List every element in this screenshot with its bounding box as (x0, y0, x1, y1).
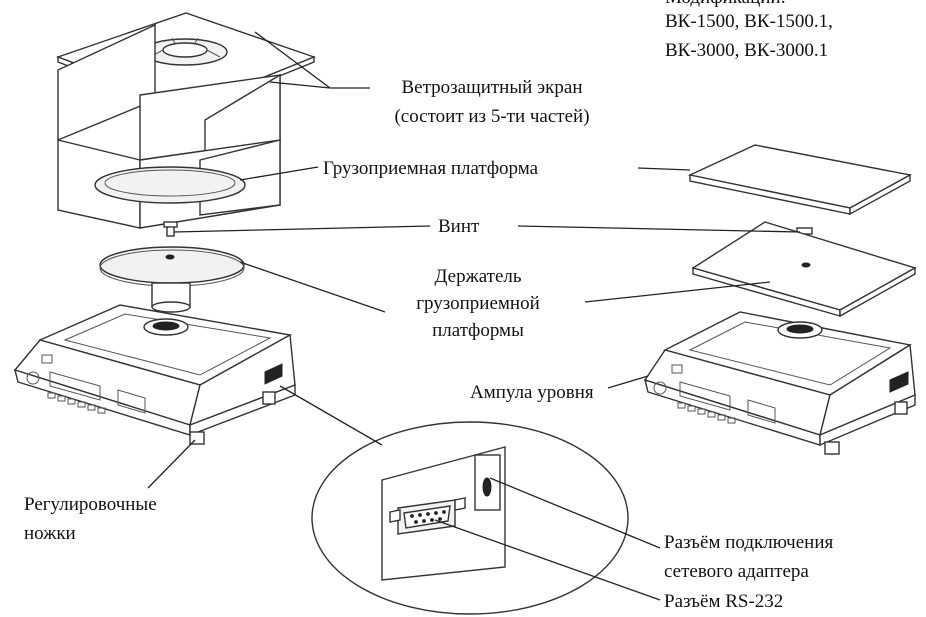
label-feet-line-1: Регулировочные (24, 494, 157, 515)
screw-left (163, 221, 178, 237)
label-wind-screen: Ветрозащитный экран (состоит из 5-ти час… (360, 76, 624, 128)
label-adapter-line-1: Разъём подключения (664, 532, 834, 553)
models-title: Модификации: (665, 0, 786, 9)
label-wind-screen-line-2: (состоит из 5-ти частей) (394, 106, 590, 127)
platform-holder-left (99, 246, 245, 313)
weighing-platform-square (687, 144, 913, 216)
label-feet: Регулировочные ножки (24, 493, 157, 545)
models-line-2: ВК-3000, ВК-3000.1 (665, 40, 829, 61)
label-holder-line-3: платформы (432, 320, 524, 341)
scale-body-right (643, 311, 916, 455)
label-screw: Винт (438, 216, 480, 237)
models-line-1: ВК-1500, ВК-1500.1, (665, 11, 833, 32)
label-feet-line-2: ножки (24, 523, 76, 544)
connector-detail (311, 421, 629, 615)
label-holder: Держатель грузоприемной платформы (373, 265, 583, 342)
label-platform: Грузоприемная платформа (323, 158, 539, 179)
label-adapter-line-2: сетевого адаптера (664, 561, 809, 582)
leader-lines (147, 31, 801, 601)
label-adapter-connector: Разъём подключения сетевого адаптера (664, 531, 833, 583)
weighing-platform-round (94, 166, 246, 204)
label-rs232: Разъём RS-232 (664, 591, 784, 612)
label-holder-line-2: грузоприемной (416, 293, 540, 314)
scale-body-left (13, 304, 296, 445)
label-holder-line-1: Держатель (434, 266, 522, 287)
platform-holder-right (691, 221, 917, 318)
label-wind-screen-line-1: Ветрозащитный экран (401, 77, 583, 98)
label-level-ampoule: Ампула уровня (470, 382, 594, 403)
